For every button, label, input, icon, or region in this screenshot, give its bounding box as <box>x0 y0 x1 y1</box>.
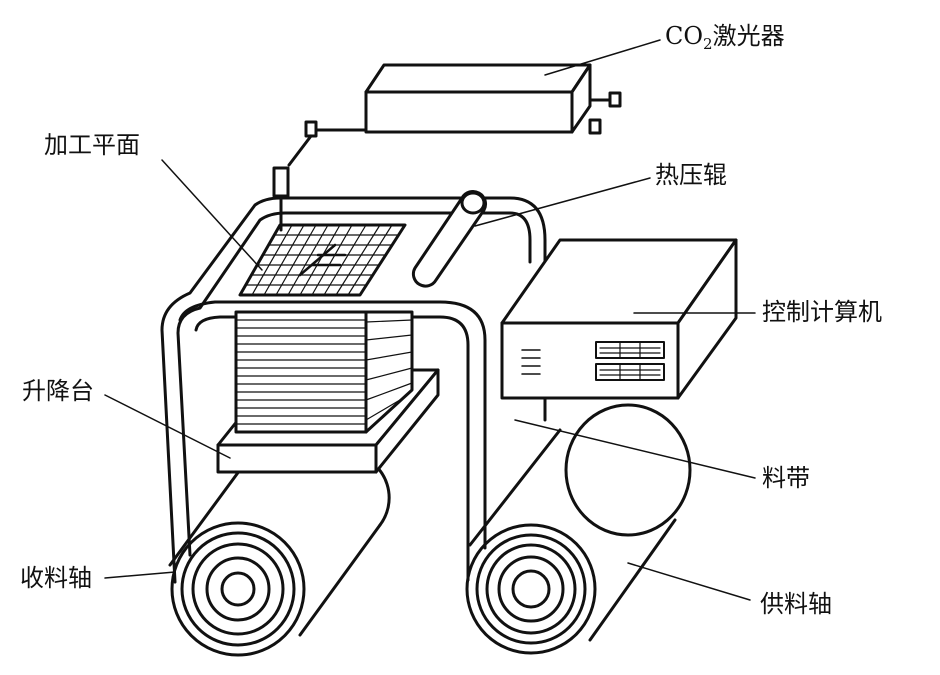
co2-suffix: 激光器 <box>712 22 785 50</box>
part-stack <box>234 310 414 434</box>
lifting-platform-label: 升降台 <box>22 377 94 405</box>
hot-press-roller <box>411 189 488 288</box>
leader-lines <box>104 39 756 601</box>
co2-prefix: CO <box>665 22 704 50</box>
supply-shaft-label: 供料轴 <box>760 590 832 618</box>
control-computer <box>500 238 738 400</box>
material-strip-label: 料带 <box>762 464 810 492</box>
take-up-roller <box>168 438 391 657</box>
processing-plane-label: 加工平面 <box>44 131 140 159</box>
take-up-shaft-label: 收料轴 <box>20 564 92 592</box>
hot-press-roller-label: 热压辊 <box>655 161 727 189</box>
co2-subscript: 2 <box>703 35 713 53</box>
co2-laser-label: CO2激光器 <box>665 24 785 52</box>
supply-roller <box>457 403 692 663</box>
control-computer-label: 控制计算机 <box>762 298 882 326</box>
processing-plane-grid <box>238 223 407 297</box>
co2-laser <box>272 63 622 232</box>
